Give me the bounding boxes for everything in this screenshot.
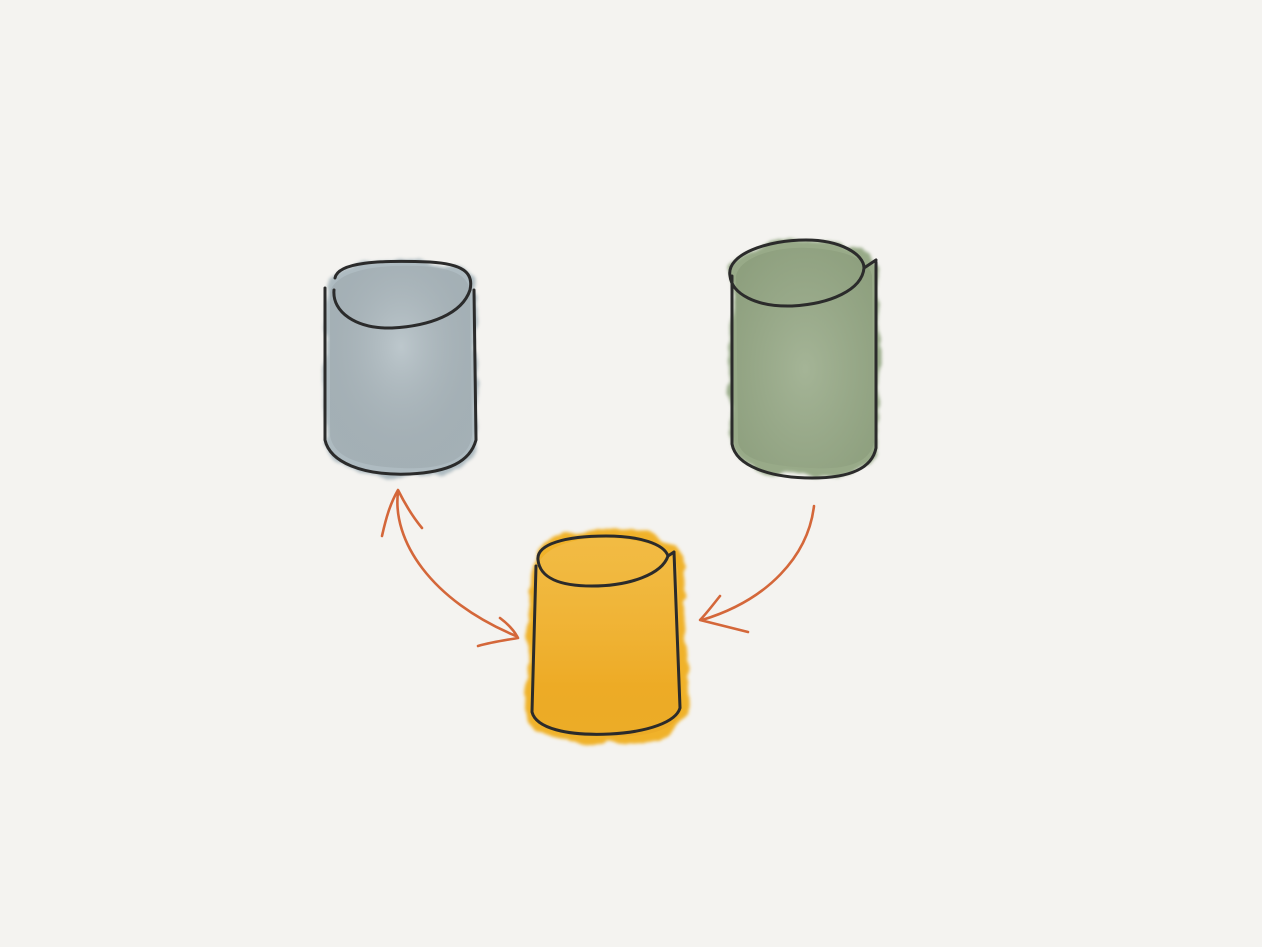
arrow-gray-yellow-head-bottom (476, 616, 520, 648)
green-cylinder-shade (736, 247, 874, 469)
arrow-green-yellow (698, 504, 816, 634)
green-cylinder-outline (728, 238, 878, 480)
arrow-green-yellow-head (698, 594, 750, 634)
arrow-gray-yellow (380, 488, 520, 648)
yellow-cylinder (524, 527, 688, 745)
gray-cylinder-outline (323, 259, 478, 476)
gray-cylinder-shade (330, 265, 472, 469)
gray-cylinder (323, 259, 478, 477)
arrow-green-yellow-shaft (700, 504, 816, 622)
arrow-gray-yellow-head-top (380, 488, 424, 538)
green-cylinder (728, 238, 880, 480)
yellow-cylinder-outline (530, 534, 682, 736)
arrow-gray-yellow-shaft (396, 490, 518, 638)
yellow-cylinder-shade (532, 537, 682, 737)
